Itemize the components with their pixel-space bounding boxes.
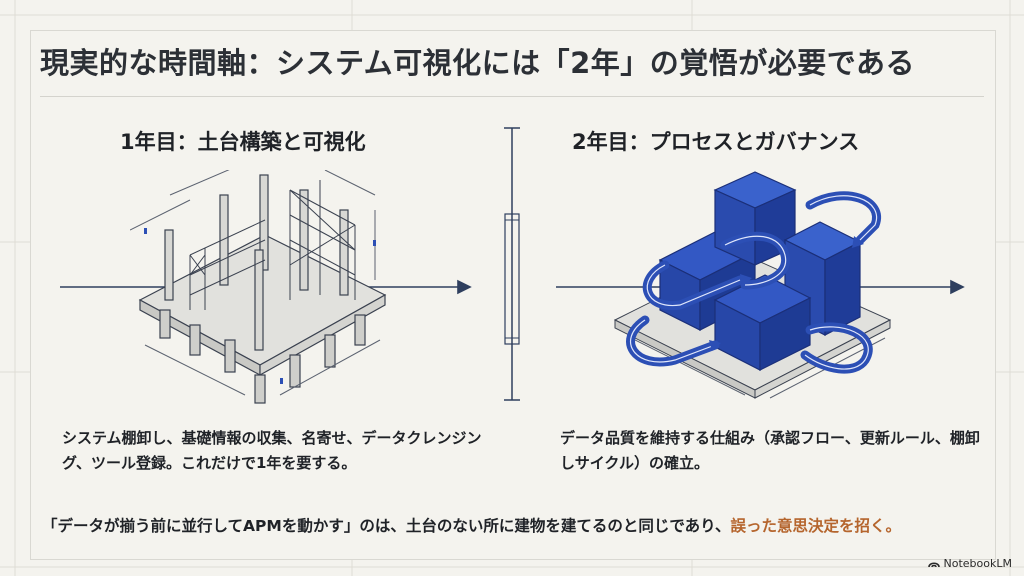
- scaffolding-foundation-icon: [130, 170, 387, 404]
- year2-heading: 2年目：プロセスとガバナンス: [572, 130, 860, 154]
- year2-description: データ品質を維持する仕組み（承認フロー、更新ルール、棚卸しサイクル）の確立。: [560, 429, 980, 472]
- slide-title: 現実的な時間軸：システム可視化には「2年」の覚悟が必要である: [40, 46, 916, 80]
- slide-frame: [30, 30, 996, 560]
- footer-accent-text: 誤った意思決定を招く。: [730, 517, 902, 535]
- year1-heading: 1年目：土台構築と可視化: [120, 130, 366, 154]
- footer-text: 「データが揃う前に並行してAPMを動かす」のは、土台のない所に建物を建てるのと同…: [42, 517, 731, 535]
- title-divider: [40, 96, 984, 97]
- notebooklm-logo-icon: [927, 562, 940, 568]
- footer-conclusion: 「データが揃う前に並行してAPMを動かす」のは、土台のない所に建物を建てるのと同…: [42, 514, 901, 536]
- brand-label: NotebookLM: [943, 557, 1012, 570]
- brand-watermark: NotebookLM: [927, 557, 1012, 570]
- blue-building-flow-icon: [613, 171, 892, 399]
- year1-description: システム棚卸し、基礎情報の収集、名寄せ、データクレンジング、ツール登録。これだけ…: [62, 429, 482, 472]
